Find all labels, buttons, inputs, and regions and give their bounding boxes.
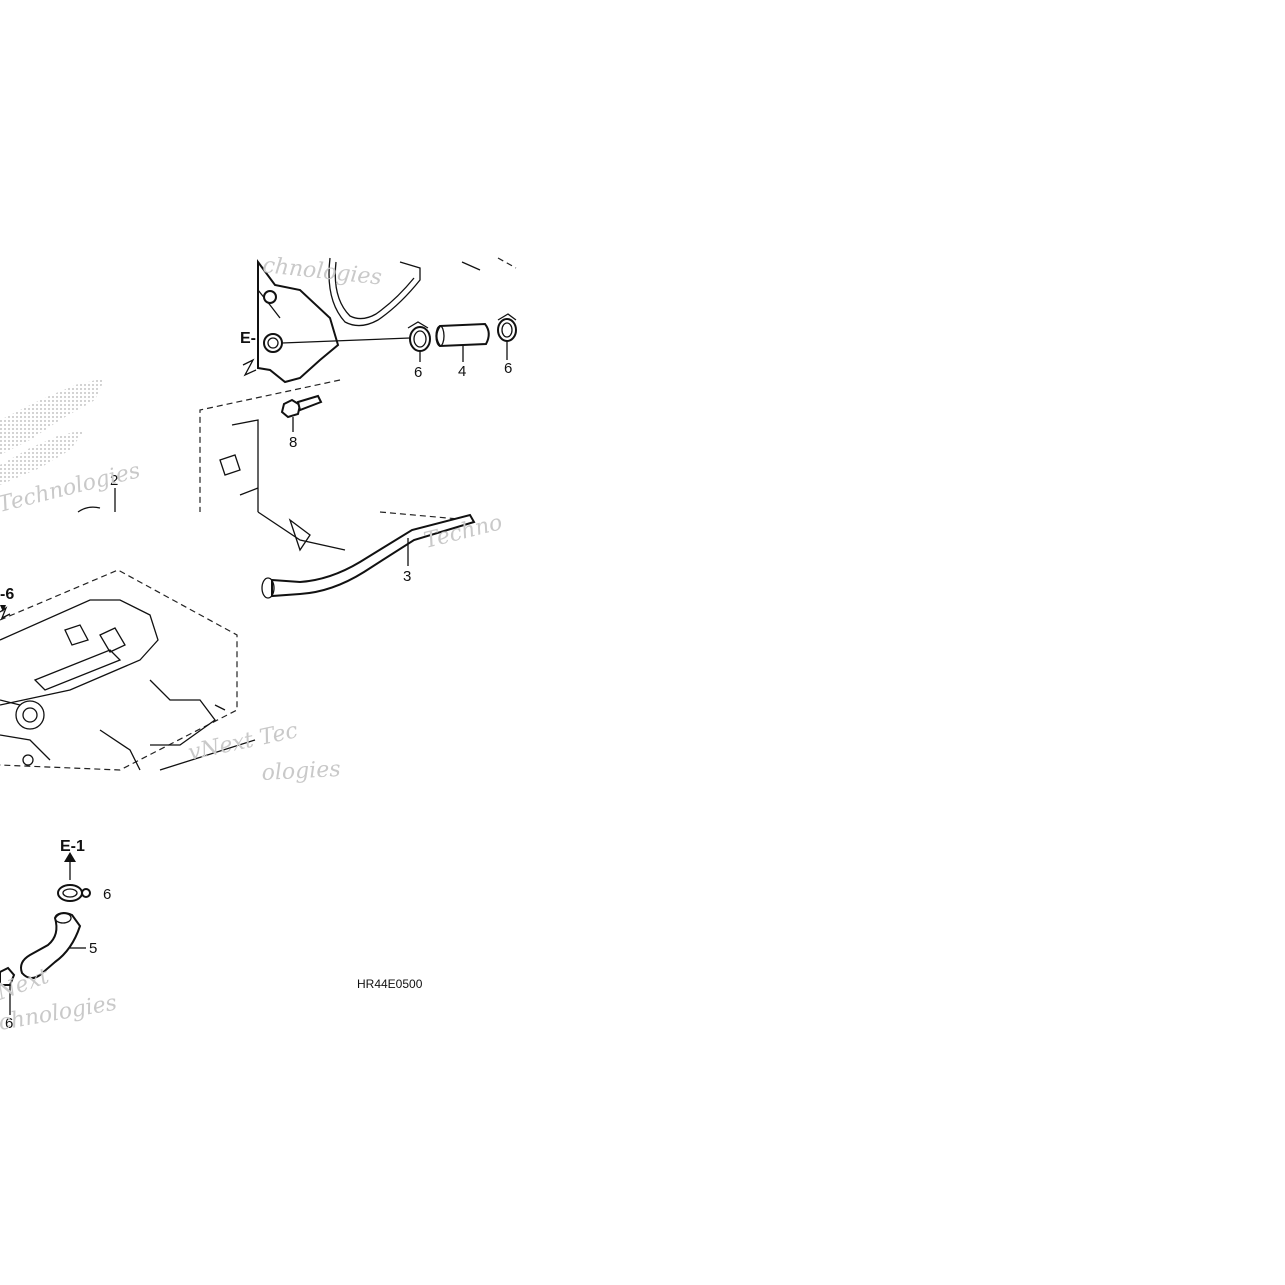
callout-8: 8 bbox=[289, 434, 297, 451]
callout-2-leader bbox=[77, 488, 116, 513]
callout-4: 4 bbox=[458, 363, 466, 380]
callout-6-right: 6 bbox=[504, 360, 512, 377]
break-mark bbox=[0, 606, 11, 620]
callout-5: 5 bbox=[89, 940, 97, 957]
watermark-text: ologies bbox=[261, 757, 341, 786]
ref-arrow bbox=[0, 605, 6, 612]
callout-6-left: 6 bbox=[414, 364, 422, 381]
callout-6-bottom: 6 bbox=[5, 1015, 13, 1032]
callout-3: 3 bbox=[403, 568, 411, 585]
hose-4 bbox=[435, 322, 490, 362]
pipe-3 bbox=[261, 513, 476, 599]
engine-case-lower bbox=[0, 569, 256, 771]
bolt-8 bbox=[280, 394, 323, 432]
callout-2: 2 bbox=[110, 472, 118, 489]
watermark-text: chnologies bbox=[261, 253, 383, 290]
watermark-text: vNext Tec bbox=[186, 718, 300, 766]
cover-assembly bbox=[257, 257, 517, 384]
break-mark bbox=[242, 358, 257, 377]
hose-clamp-6b bbox=[497, 313, 517, 360]
ref-e: E- bbox=[240, 330, 256, 347]
hose-clamp-6a bbox=[407, 321, 431, 362]
ref-e1: E-1 bbox=[60, 838, 85, 855]
ref-e6: -6 bbox=[0, 586, 14, 603]
diagram-code: HR44E0500 bbox=[357, 977, 423, 991]
callout-6-lower: 6 bbox=[103, 886, 111, 903]
watermark-logo bbox=[0, 378, 105, 485]
o-ring-part bbox=[263, 333, 411, 353]
engine-case-upper bbox=[199, 379, 471, 552]
hose-5-assembly bbox=[0, 852, 91, 1015]
